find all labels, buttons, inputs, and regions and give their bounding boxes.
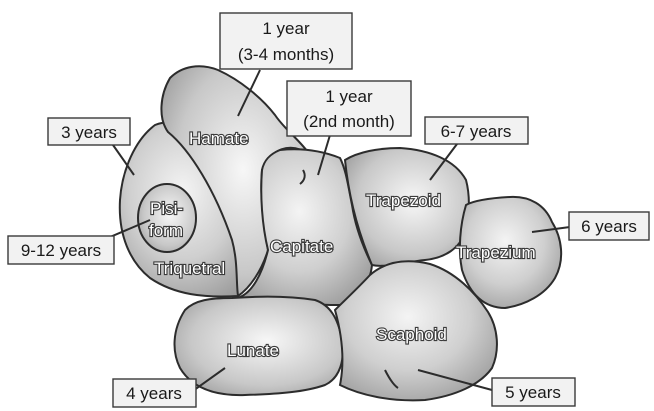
trapezoid-age: 6-7 years [441,122,512,141]
lunate-age: 4 years [126,384,182,403]
hamate-age-line1: 1 year [262,19,310,38]
capitate-age-line1: 1 year [325,87,373,106]
scaphoid-name: Scaphoid [376,325,447,344]
hamate-age-line2: (3-4 months) [238,45,334,64]
trapezoid-name: Trapezoid [366,191,441,210]
hamate-name: Hamate [189,129,249,148]
capitate-name: Capitate [270,237,333,256]
lunate-name: Lunate [227,341,279,360]
scaphoid-age: 5 years [505,383,561,402]
triquetral-name: Triquetral [154,259,225,278]
pisiform-name-line2: form [149,221,183,240]
triquetral-age: 3 years [61,123,117,142]
pisiform-bone [138,184,196,252]
pisiform-name-line1: Pisi- [150,199,183,218]
capitate-age-line2: (2nd month) [303,112,395,131]
pisiform-age: 9-12 years [21,241,101,260]
trapezium-name: Trapezium [456,243,536,262]
trapezium-age: 6 years [581,217,637,236]
